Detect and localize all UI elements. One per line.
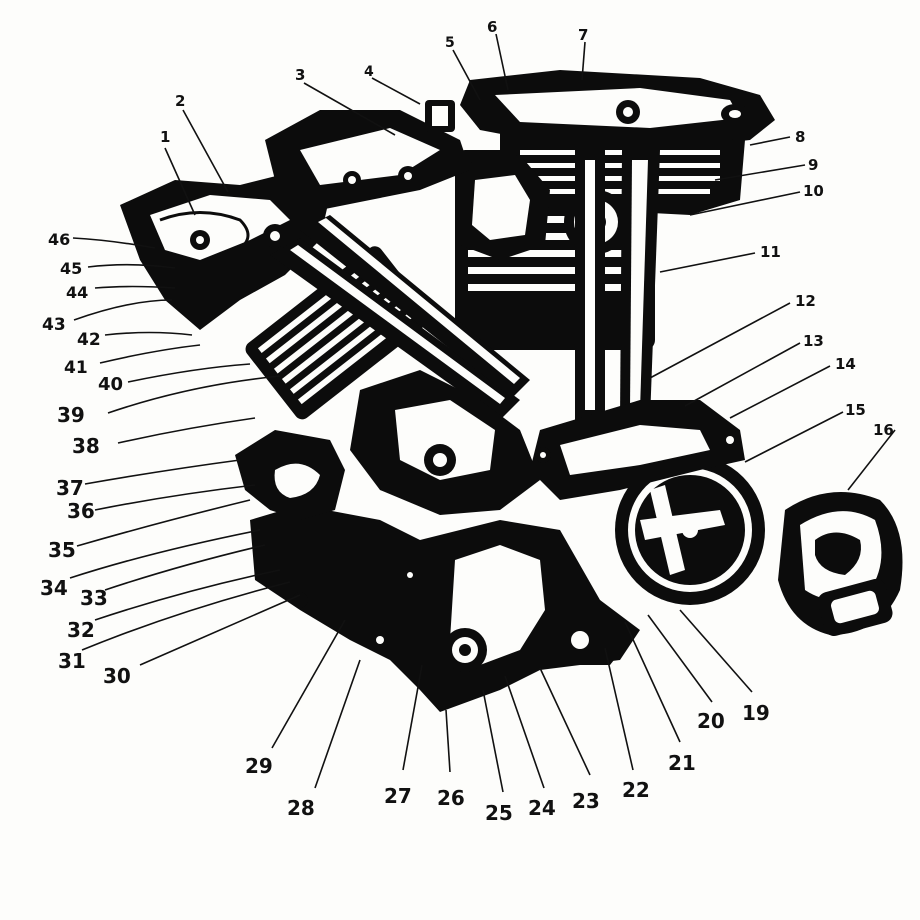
leader-lines (69, 33, 896, 793)
callout-14: 14 (835, 355, 856, 373)
callout-12: 12 (795, 292, 816, 310)
callout-26: 26 (437, 786, 465, 810)
callout-21: 21 (668, 751, 696, 775)
callout-38: 38 (72, 434, 100, 458)
callout-29: 29 (245, 754, 273, 778)
callout-46: 46 (48, 230, 70, 249)
callout-11: 11 (760, 243, 781, 261)
callout-44: 44 (66, 283, 88, 302)
breaker-cover (778, 492, 903, 637)
callout-13: 13 (803, 332, 824, 350)
callout-19: 19 (742, 701, 770, 725)
callout-5: 5 (445, 35, 455, 51)
callout-labels: 1 2 3 4 5 6 7 8 9 10 11 12 13 14 15 16 1… (40, 18, 894, 825)
callout-15: 15 (845, 401, 866, 419)
crankcase (250, 505, 640, 712)
callout-22: 22 (622, 778, 650, 802)
callout-8: 8 (795, 128, 805, 146)
callout-27: 27 (384, 784, 412, 808)
callout-2: 2 (175, 92, 185, 110)
callout-16: 16 (873, 421, 894, 439)
callout-10: 10 (803, 182, 824, 200)
callout-23: 23 (572, 789, 600, 813)
callout-33: 33 (80, 586, 108, 610)
callout-3: 3 (295, 66, 305, 84)
callout-6: 6 (487, 18, 497, 36)
callout-40: 40 (98, 374, 123, 395)
oil-filter-mount (545, 600, 630, 665)
callout-25: 25 (485, 801, 513, 825)
callout-4: 4 (364, 64, 374, 80)
callout-7: 7 (578, 26, 588, 44)
callout-31: 31 (58, 649, 86, 673)
callout-39: 39 (57, 403, 85, 427)
generator (615, 455, 765, 605)
callout-45: 45 (60, 259, 82, 278)
callout-32: 32 (67, 618, 95, 642)
push-rods (270, 150, 660, 420)
callout-36: 36 (67, 499, 95, 523)
callout-42: 42 (77, 330, 101, 350)
callout-35: 35 (48, 538, 76, 562)
callout-9: 9 (808, 156, 818, 174)
callout-41: 41 (64, 358, 88, 378)
callout-37: 37 (56, 476, 84, 500)
callout-43: 43 (42, 315, 66, 335)
callout-28: 28 (287, 796, 315, 820)
callout-20: 20 (697, 709, 725, 733)
callout-1: 1 (160, 128, 170, 146)
callout-24: 24 (528, 796, 556, 820)
callout-34: 34 (40, 576, 68, 600)
callout-30: 30 (103, 664, 131, 688)
engine-drawing (120, 70, 903, 712)
